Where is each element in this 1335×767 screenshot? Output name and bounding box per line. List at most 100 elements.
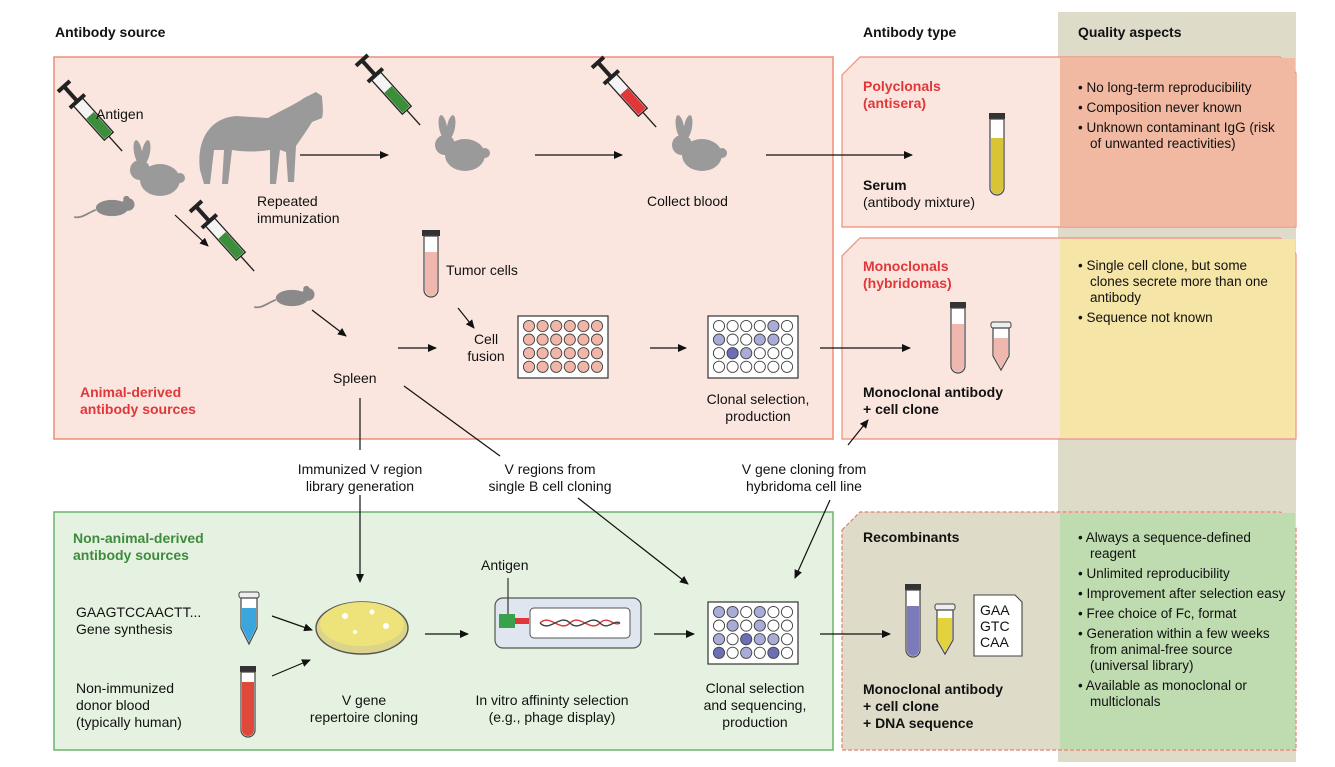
plate-well (712, 619, 726, 632)
plate-well (740, 347, 753, 360)
plate-well (712, 633, 726, 646)
plate-well (712, 605, 726, 619)
quality-item: • Composition never known (1078, 100, 1242, 115)
plate-well (726, 646, 739, 659)
plate-well (577, 347, 590, 360)
plate-well (767, 619, 780, 632)
serum-label: Serum(antibody mixture) (863, 177, 976, 210)
plate-well (740, 619, 753, 632)
plate-well (726, 333, 739, 346)
tumor-cells-label: Tumor cells (446, 262, 518, 278)
plate-well (726, 347, 739, 360)
plate-well (753, 319, 766, 333)
plate-well (726, 619, 739, 632)
plate-well (522, 347, 536, 360)
header-antibody-type: Antibody type (863, 24, 957, 40)
monoclonals-title: Monoclonals(hybridomas) (863, 258, 952, 291)
plate-well (550, 360, 563, 373)
monoclonal-output-label: Monoclonal antibody+ cell clone (863, 384, 1003, 417)
header-quality-aspects: Quality aspects (1078, 24, 1182, 40)
plate-well (712, 319, 726, 333)
plate-well (740, 605, 753, 619)
plate-well (590, 319, 604, 333)
in-vitro-selection-label: In vitro affininty selection(e.g., phage… (475, 692, 629, 725)
recombinant-output-label: Monoclonal antibody+ cell clone+ DNA seq… (863, 681, 1003, 731)
recombinants-title: Recombinants (863, 529, 960, 545)
polyclonals-title: Polyclonals(antisera) (863, 78, 941, 111)
plate-well (767, 605, 780, 619)
plate-well (550, 333, 563, 346)
plate-well (536, 360, 549, 373)
plate-well (563, 347, 576, 360)
quality-item: • Available as monoclonal or multiclonal… (1078, 678, 1247, 709)
plate-well (740, 360, 753, 373)
plate-well (563, 319, 576, 333)
plate-well (740, 633, 753, 646)
quality-item: • Sequence not known (1078, 310, 1213, 325)
plate-well (740, 319, 753, 333)
collect-blood-label: Collect blood (647, 193, 728, 209)
plate-well (712, 333, 726, 346)
plate-well (767, 633, 780, 646)
plate-well (753, 347, 766, 360)
quality-item: • Improvement after selection easy (1078, 586, 1286, 601)
plate-well (740, 646, 753, 659)
monoclonal-quality-list: • Single cell clone, but some clones sec… (1078, 258, 1288, 330)
plate-well (767, 333, 780, 346)
plate-well (536, 319, 549, 333)
plate-well (780, 360, 794, 373)
plate-well (536, 333, 549, 346)
plate-well (780, 619, 794, 632)
phage-antigen-label: Antigen (481, 557, 529, 573)
plate-well (590, 333, 604, 346)
plate-well (550, 347, 563, 360)
plate-well (522, 333, 536, 346)
quality-item: • Free choice of Fc, format (1078, 606, 1237, 621)
plate-well (712, 347, 726, 360)
gene-synthesis-label: GAAGTCCAACTT...Gene synthesis (76, 604, 202, 637)
polyclonal-quality-list: • No long-term reproducibility • Composi… (1078, 80, 1288, 156)
quality-item: • Single cell clone, but some clones sec… (1078, 258, 1268, 305)
plate-well (726, 633, 739, 646)
plate-well (767, 347, 780, 360)
plate-well (590, 347, 604, 360)
plate-well (726, 605, 739, 619)
plate-well (753, 633, 766, 646)
quality-item: • Always a sequence-defined reagent (1078, 530, 1251, 561)
plate-well (753, 619, 766, 632)
plate-well (753, 646, 766, 659)
plate-well (780, 319, 794, 333)
recombinant-quality-list: • Always a sequence-defined reagent • Un… (1078, 530, 1288, 714)
plate-well (712, 360, 726, 373)
plate-well (780, 333, 794, 346)
plate-well (712, 646, 726, 659)
plate-well (726, 360, 739, 373)
plate-well (780, 633, 794, 646)
quality-item: • Unknown contaminant IgG (risk of unwan… (1078, 120, 1275, 151)
plate-well (753, 360, 766, 373)
plate-well (577, 333, 590, 346)
plate-well (767, 646, 780, 659)
plate-well (726, 319, 739, 333)
plate-well (563, 360, 576, 373)
plate-well (590, 360, 604, 373)
plate-well (780, 605, 794, 619)
clonal-selection-production-label: Clonal selection,production (706, 391, 810, 424)
plate-well (577, 319, 590, 333)
plate-well (536, 347, 549, 360)
plate-well (767, 360, 780, 373)
spleen-label: Spleen (333, 370, 377, 386)
plate-well (753, 605, 766, 619)
plate-well (767, 319, 780, 333)
plate-well (563, 333, 576, 346)
